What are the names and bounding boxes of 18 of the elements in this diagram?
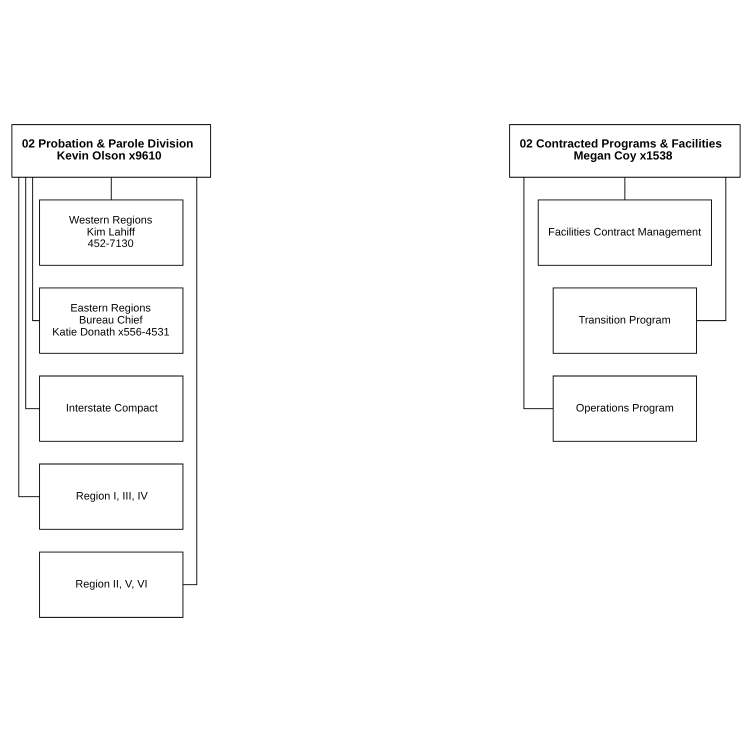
connector (32, 177, 40, 322)
connector (182, 176, 198, 586)
connector (624, 177, 626, 200)
connector (110, 177, 112, 200)
node-box: Region II, V, VI (39, 552, 184, 618)
node-box: Eastern Regions Bureau Chief Katie Donath x556-4531 (39, 288, 184, 354)
connector (18, 177, 40, 498)
node-box: Facilities Contract Management (538, 200, 712, 266)
node-box: Western Regions Kim Lahiff 452-7130 (39, 200, 184, 266)
node-box: Interstate Compact (39, 376, 184, 442)
connector (25, 176, 40, 410)
connector (523, 176, 554, 410)
connector (696, 177, 726, 322)
node-box: Operations Program (552, 376, 697, 442)
node-box: 02 Contracted Programs & Facilities Megan Coy x1538 (509, 124, 741, 178)
node-box: 02 Probation & Parole Division Kevin Olson x9610 (11, 124, 212, 178)
node-box: Transition Program (552, 288, 697, 354)
node-box: Region I, III, IV (39, 464, 184, 530)
